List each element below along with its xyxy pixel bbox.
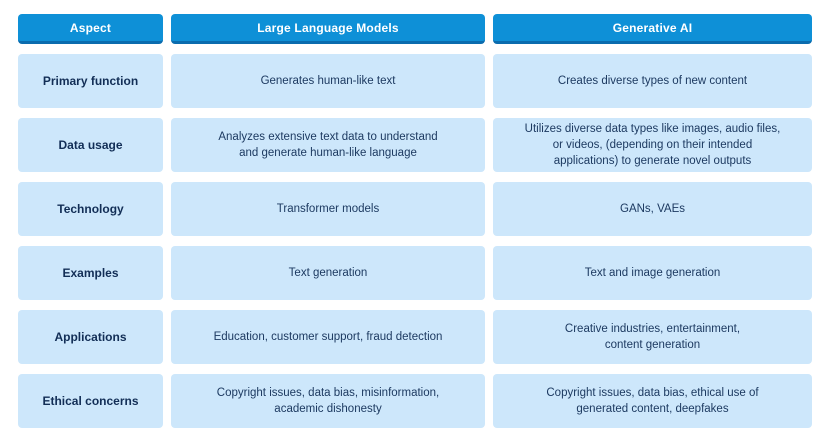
llm-cell: Text generation: [171, 246, 485, 300]
llm-value: Generates human-like text: [260, 74, 396, 87]
llm-cell: Copyright issues, data bias, misinformat…: [171, 374, 485, 428]
aspect-cell: Data usage: [18, 118, 163, 172]
aspect-label: Technology: [57, 201, 124, 216]
aspect-label: Data usage: [58, 137, 123, 152]
llm-value: Analyzes extensive text data to understa…: [218, 130, 438, 159]
genai-value: Copyright issues, data bias, ethical use…: [546, 386, 759, 415]
llm-cell: Transformer models: [171, 182, 485, 236]
header-cell-llm: Large Language Models: [171, 14, 485, 44]
aspect-cell: Applications: [18, 310, 163, 364]
aspect-cell: Primary function: [18, 54, 163, 108]
genai-value: Creative industries, entertainment, cont…: [564, 322, 741, 351]
llm-cell: Education, customer support, fraud detec…: [171, 310, 485, 364]
header-cell-genai: Generative AI: [493, 14, 812, 44]
header-label: Large Language Models: [257, 20, 399, 35]
genai-value: Utilizes diverse data types like images,…: [524, 122, 781, 168]
llm-value: Education, customer support, fraud detec…: [213, 330, 443, 343]
aspect-cell: Examples: [18, 246, 163, 300]
genai-cell: Copyright issues, data bias, ethical use…: [493, 374, 812, 428]
llm-value: Copyright issues, data bias, misinformat…: [216, 386, 440, 415]
header-cell-aspect: Aspect: [18, 14, 163, 44]
header-label: Generative AI: [612, 20, 693, 35]
header-label: Aspect: [69, 20, 112, 35]
aspect-label: Examples: [62, 265, 119, 280]
aspect-label: Applications: [54, 329, 127, 344]
comparison-table: Aspect Large Language Models Generative …: [18, 14, 812, 428]
genai-value: GANs, VAEs: [620, 202, 685, 215]
genai-value: Creates diverse types of new content: [557, 74, 748, 87]
genai-cell: Creates diverse types of new content: [493, 54, 812, 108]
llm-cell: Analyzes extensive text data to understa…: [171, 118, 485, 172]
genai-value: Text and image generation: [584, 266, 721, 279]
llm-value: Transformer models: [276, 202, 380, 215]
aspect-cell: Technology: [18, 182, 163, 236]
llm-value: Text generation: [288, 266, 368, 279]
aspect-label: Ethical concerns: [42, 393, 139, 408]
genai-cell: GANs, VAEs: [493, 182, 812, 236]
genai-cell: Text and image generation: [493, 246, 812, 300]
genai-cell: Utilizes diverse data types like images,…: [493, 118, 812, 172]
llm-cell: Generates human-like text: [171, 54, 485, 108]
genai-cell: Creative industries, entertainment, cont…: [493, 310, 812, 364]
aspect-label: Primary function: [42, 73, 139, 88]
aspect-cell: Ethical concerns: [18, 374, 163, 428]
